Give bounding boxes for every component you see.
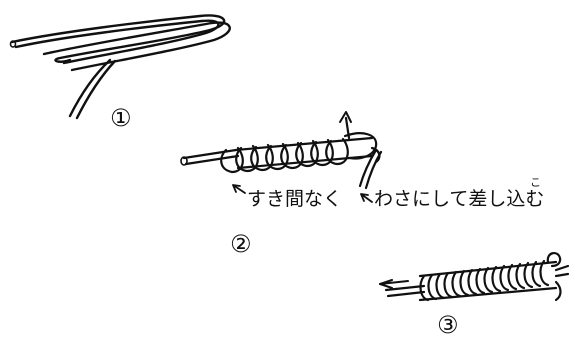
step-2-number: ② [230,232,252,256]
step3-finished-coil [386,253,568,300]
no-gap-arrow-icon [233,185,245,193]
step1-folded-rope [12,15,230,118]
step-1-number: ① [110,106,132,130]
step2-wrapping-rope [181,118,381,188]
tuck-in-arrow-icon [361,194,372,202]
tuck-in-label: わさにして差し込む [374,190,544,209]
tuck-in-ruby: こ [530,177,541,188]
step-3-number: ③ [437,313,459,337]
no-gap-label: すき間なく [247,190,342,209]
